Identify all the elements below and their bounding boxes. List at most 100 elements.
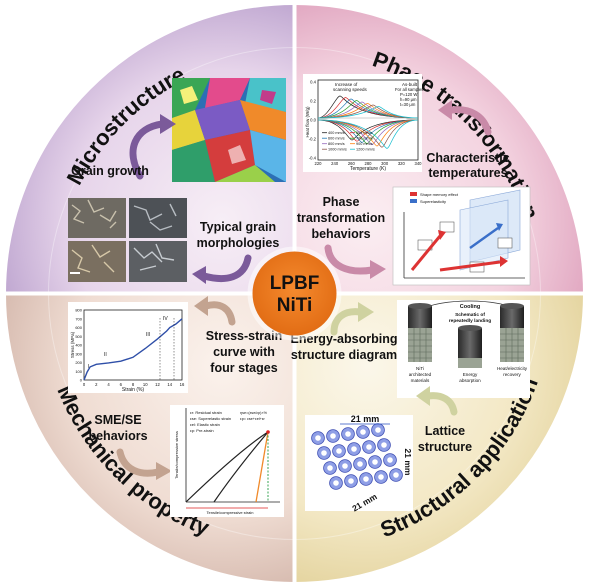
dsc-series-line — [317, 104, 419, 119]
ss-xtick: 4 — [107, 382, 110, 387]
label-structure: structure — [418, 440, 472, 454]
energy-heat-1: Heat/electricity — [497, 366, 528, 371]
dsc-legend-entry: 400 mm/s — [328, 131, 345, 135]
dsc-series-line — [317, 101, 419, 119]
label-sme-se: SME/SE — [94, 413, 141, 427]
lattice-structure-image: 21 mm 21 mm 21 mm — [305, 414, 413, 513]
morphology-arrow — [200, 254, 252, 283]
ss-xtick: 6 — [120, 382, 123, 387]
ss-ytick: 100 — [75, 369, 82, 374]
lattice-pore — [351, 446, 357, 452]
energy-schematic-2: repeatedly landing — [449, 318, 491, 324]
lattice-pore — [363, 476, 369, 482]
energy-absorb-1: Energy — [463, 372, 478, 377]
ss-xtick: 12 — [155, 382, 160, 387]
dsc-annot-t: t=30 μm — [400, 102, 416, 107]
sme-xlabel: Tensile/compressive strain — [207, 510, 254, 515]
phase-behavior-diagram: Shape memory effect Superelasticity — [392, 186, 531, 286]
ss-stage-4: IV — [163, 316, 168, 322]
ss-ytick: 0 — [80, 378, 83, 383]
dsc-ytick: -0.2 — [309, 137, 317, 142]
label-grain-growth: Grain growth — [71, 164, 149, 178]
lattice-pore — [393, 472, 399, 478]
lattice-pore — [327, 465, 333, 471]
dsc-ytick: 0.4 — [310, 80, 316, 85]
dsc-xtick: 280 — [365, 161, 373, 166]
center-circle — [252, 251, 337, 336]
energy-nitl-2: architected — [409, 372, 432, 377]
energy-arrow — [330, 308, 364, 336]
center-lpbf: LPBF — [270, 273, 320, 294]
lattice-pore — [387, 457, 393, 463]
lattice-pore — [315, 435, 321, 441]
ss-xtick: 8 — [132, 382, 135, 387]
ss-ytick: 300 — [75, 351, 82, 356]
energy-absorb-2: absorption — [459, 378, 481, 383]
lattice-dim-top: 21 mm — [351, 414, 380, 424]
sme-legend-1: εr: Residual strain — [190, 410, 222, 415]
ss-stage-2: II — [104, 352, 107, 358]
lattice-pore — [381, 442, 387, 448]
energy-absorbing-diagram: Cooling Schematic of repeatedly landing … — [397, 300, 530, 398]
label-four-stages: four stages — [210, 361, 277, 375]
behaviors-arrow — [324, 244, 376, 275]
label-structure-diagram: structure diagram — [291, 348, 397, 362]
lattice-pore — [336, 448, 342, 454]
label-characteristic: Characteristic — [426, 151, 509, 165]
ss-ytick: 600 — [75, 325, 82, 330]
dsc-series-line — [317, 119, 419, 146]
dsc-series-line — [317, 119, 419, 144]
dsc-legend-entry: 1000 mm/s — [328, 148, 347, 152]
dsc-xtick: 220 — [315, 161, 323, 166]
dsc-legend-entry: 800 mm/s — [328, 142, 345, 146]
label-phase: Phase — [323, 195, 360, 209]
lattice-pore — [372, 459, 378, 465]
grain-growth-arrow — [129, 120, 166, 180]
dsc-series-line — [317, 106, 419, 119]
label-typical-morphologies: morphologies — [197, 236, 280, 250]
ss-stage-1: I — [88, 364, 89, 370]
label-energy-absorbing: Energy-absorbing — [291, 332, 398, 346]
ss-ytick: 700 — [75, 316, 82, 321]
dsc-xtick: 260 — [348, 161, 356, 166]
ss-xtick: 10 — [143, 382, 148, 387]
lattice-pore — [348, 478, 354, 484]
dsc-annot-increase1: Increase of — [335, 82, 358, 87]
lattice-pore — [378, 474, 384, 480]
dsc-xtick: 300 — [381, 161, 389, 166]
energy-schematic-1: Schematic of — [455, 312, 485, 318]
sme-formula-1: ηse=(εse/εp)×% — [240, 411, 268, 415]
sme-ylabel: Tensile/compressive stress — [174, 431, 179, 479]
dsc-legend-entry: 600 mm/s — [328, 137, 345, 141]
sme-legend-3: εel: Elastic strain — [190, 422, 220, 427]
ss-stage-3: III — [146, 332, 150, 338]
lattice-pore — [345, 431, 351, 437]
ss-ytick: 200 — [75, 360, 82, 365]
label-lattice: Lattice — [425, 424, 465, 438]
lattice-pore — [321, 450, 327, 456]
label-temperatures: temperatures — [428, 166, 507, 180]
dsc-ytick: -0.4 — [309, 156, 317, 161]
lattice-pore — [357, 461, 363, 467]
dsc-series-line — [317, 119, 419, 149]
dsc-series-line — [317, 119, 419, 143]
label-curve-with: curve with — [213, 345, 275, 359]
dsc-series-line — [317, 98, 419, 119]
dsc-annot-asbuilt: As-built — [402, 82, 418, 87]
dsc-series-line — [317, 119, 419, 147]
sme-formula-2: εp= εse+εel+εr — [240, 417, 266, 421]
dsc-xtick: 240 — [331, 161, 339, 166]
sme-se-diagram: εr: Residual strain εse: Superelastic st… — [170, 405, 284, 517]
dsc-annot-increase2: scanning speeds — [333, 87, 368, 92]
center-niti: NiTi — [277, 295, 313, 316]
label-transformation: transformation — [297, 211, 385, 225]
lattice-pore — [366, 444, 372, 450]
ss-xtick: 2 — [95, 382, 98, 387]
label-behaviors: behaviors — [311, 227, 370, 241]
dsc-xtick: 340 — [415, 161, 423, 166]
energy-nitl-3: materials — [411, 378, 430, 383]
lattice-dim-right: 21 mm — [403, 449, 413, 476]
